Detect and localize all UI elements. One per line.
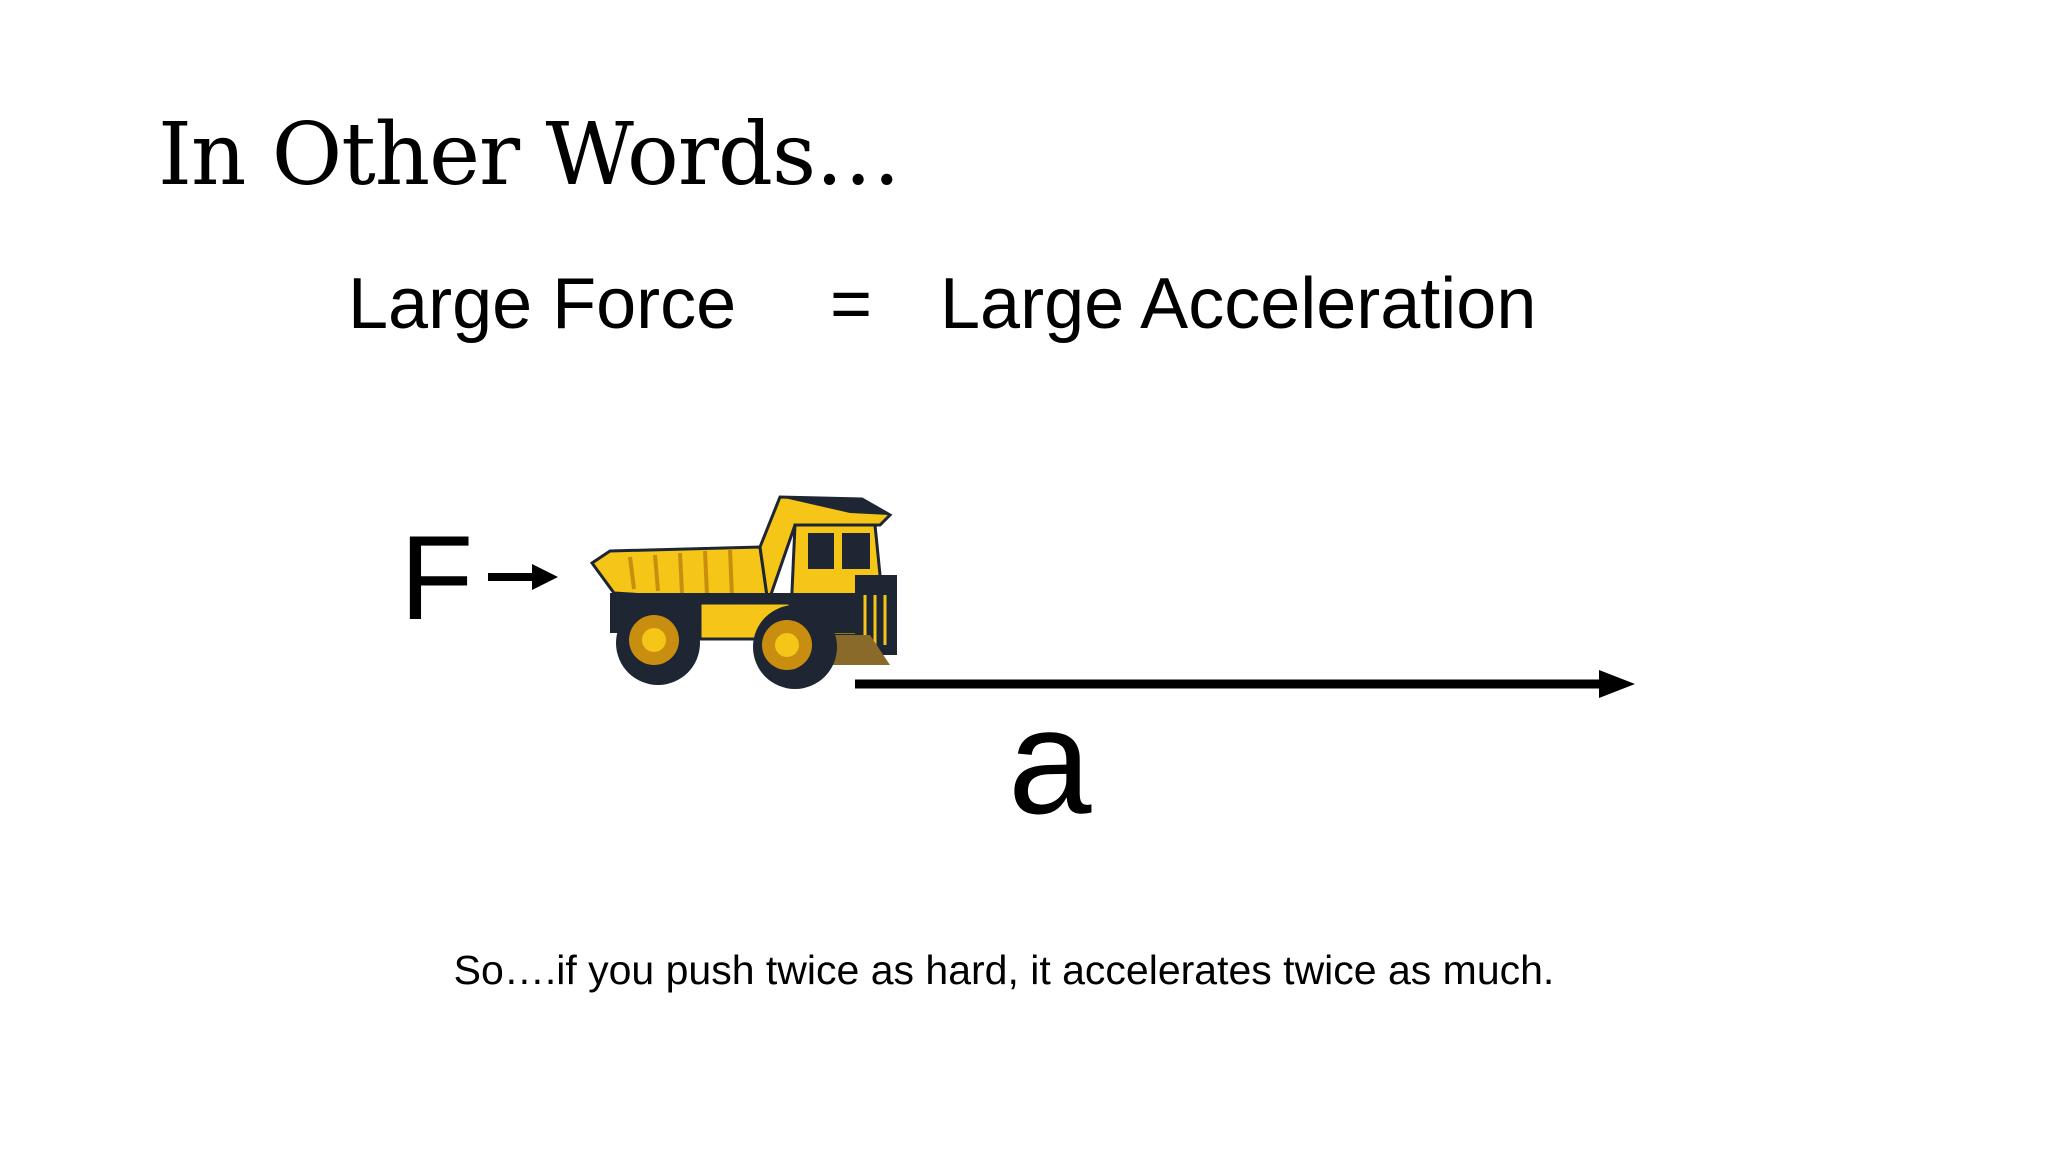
equation-left-term: Large Force	[348, 264, 737, 344]
acceleration-label: a	[1008, 677, 1092, 845]
slide-title: In Other Words…	[158, 105, 901, 205]
footnote-text: So….if you push twice as hard, it accele…	[453, 947, 1555, 993]
dump-truck-icon	[590, 495, 897, 689]
equation-equals-sign: =	[830, 264, 873, 344]
force-label: F	[400, 511, 474, 645]
long-right-arrow-icon	[855, 670, 1635, 698]
equation: Large Force = Large Acceleration	[0, 268, 2048, 358]
equation-right-term: Large Acceleration	[940, 264, 1537, 344]
short-right-arrow-icon	[488, 564, 558, 590]
footnote: So….if you push twice as hard, it accele…	[0, 950, 2048, 991]
